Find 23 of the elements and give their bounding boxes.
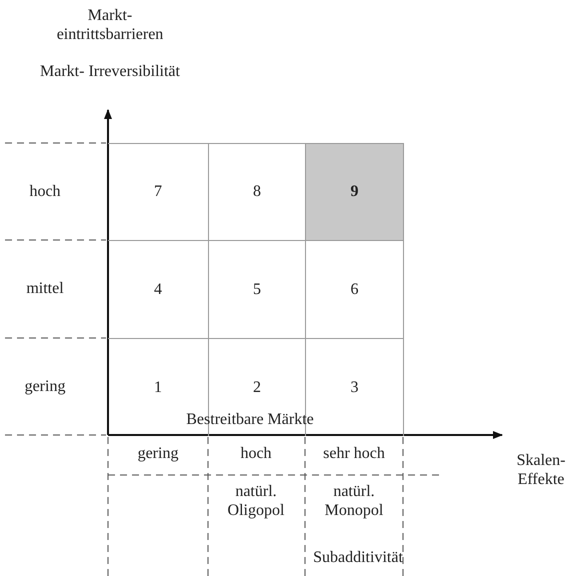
- axis-title: Markt- eintrittsbarrieren: [56, 6, 164, 44]
- row-label: hoch: [28, 182, 62, 202]
- cell-number: 5: [253, 280, 261, 298]
- cell-number: 6: [350, 280, 358, 298]
- highlighted-matrix-cell: [305, 143, 404, 241]
- axis-caption: Bestreitbare Märkte: [185, 410, 315, 430]
- market-form-label: Subadditivität: [312, 548, 404, 568]
- market-form-label: natürl. Monopol: [324, 482, 384, 520]
- cell-number: 9: [350, 183, 358, 201]
- column-label: hoch: [239, 444, 273, 464]
- cell-number: 8: [253, 183, 261, 201]
- row-label: gering: [24, 377, 66, 396]
- cell-number: 4: [154, 280, 162, 298]
- market-form-label: natürl. Oligopol: [226, 482, 286, 520]
- column-label: gering: [136, 444, 180, 464]
- axis-title: Markt- Irreversibilität: [39, 62, 181, 82]
- row-label: mittel: [25, 279, 65, 298]
- column-label: sehr hoch: [322, 444, 386, 464]
- cell-number: 1: [154, 378, 162, 396]
- cell-number: 3: [350, 378, 358, 396]
- cell-number: 7: [154, 183, 162, 201]
- axis-title: Skalen-Effekte: [516, 451, 566, 490]
- cell-number: 2: [253, 378, 261, 396]
